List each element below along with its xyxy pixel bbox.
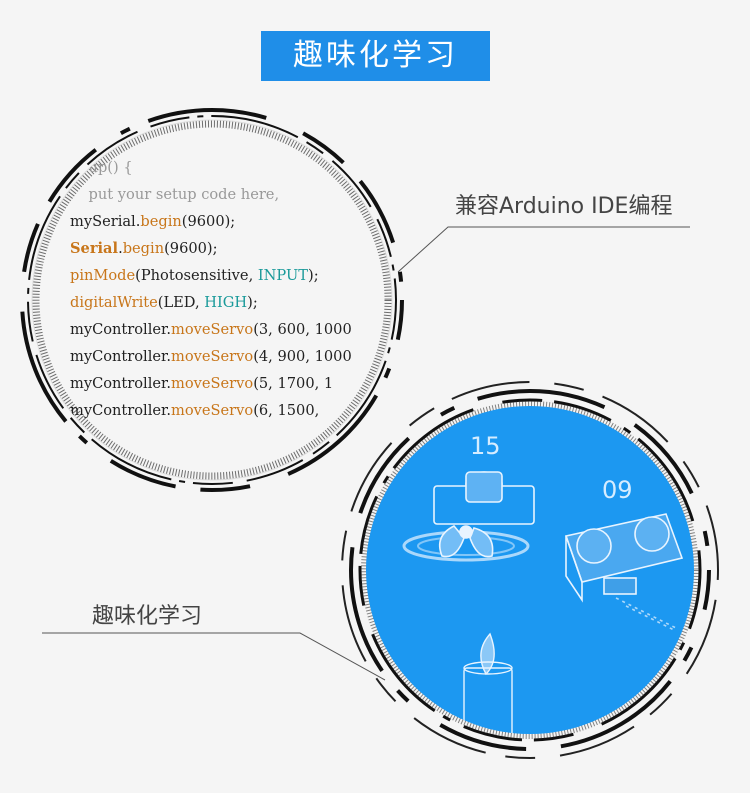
code-line: Serial.begin(9600); bbox=[70, 235, 352, 262]
ultrasonic-module-number: 09 bbox=[602, 476, 633, 504]
code-token: moveServo bbox=[171, 348, 254, 365]
code-token: ); bbox=[308, 267, 319, 284]
code-line: mySerial.begin(9600); bbox=[70, 208, 352, 235]
code-token: (5, 1700, 1 bbox=[253, 375, 334, 392]
fan-module-icon bbox=[402, 471, 535, 562]
code-token: put your setup code here, bbox=[70, 186, 280, 203]
code-token: . bbox=[118, 240, 123, 257]
code-token: HIGH bbox=[204, 294, 248, 311]
code-line: digitalWrite(LED, HIGH); bbox=[70, 289, 352, 316]
module-illustrations bbox=[402, 471, 684, 734]
code-token: (9600); bbox=[164, 240, 218, 257]
code-line: up() { bbox=[70, 154, 352, 181]
fan-module-number: 15 bbox=[470, 432, 501, 460]
code-token: ); bbox=[247, 294, 258, 311]
code-token: begin bbox=[140, 213, 182, 230]
code-token: moveServo bbox=[171, 321, 254, 338]
callout-line-ide bbox=[397, 226, 690, 273]
code-line: myController.moveServo(5, 1700, 1 bbox=[70, 370, 352, 397]
code-token: myController. bbox=[70, 348, 172, 365]
module-circle: 15 09 bbox=[366, 406, 694, 734]
code-token: Serial bbox=[70, 240, 119, 257]
code-token: (LED, bbox=[157, 294, 205, 311]
code-token: moveServo bbox=[171, 375, 254, 392]
code-token: 500); bbox=[70, 456, 128, 473]
code-block: up() { put your setup code here, mySerial… bbox=[70, 154, 352, 478]
code-line: myController.moveServo(6, 1500, bbox=[70, 397, 352, 424]
code-token: digitalWrite bbox=[70, 294, 158, 311]
ultrasonic-sensor-icon bbox=[564, 513, 684, 632]
code-token: moveServo bbox=[171, 402, 254, 419]
code-token: mySerial. bbox=[70, 213, 141, 230]
code-token: up() { bbox=[70, 159, 133, 176]
code-token: pinMode bbox=[70, 267, 136, 284]
code-token: myController. bbox=[70, 375, 172, 392]
code-line: 500); bbox=[70, 451, 352, 478]
callout-line-fun bbox=[42, 632, 386, 681]
code-line: myController.moveServo(4, 900, 1000 bbox=[70, 343, 352, 370]
candle-icon bbox=[463, 632, 513, 734]
ide-compat-label: 兼容Arduino IDE编程 bbox=[455, 194, 673, 219]
blue-circle-ring bbox=[341, 381, 719, 759]
code-line: pinMode(Photosensitive, INPUT); bbox=[70, 262, 352, 289]
code-circle-ring bbox=[20, 108, 404, 492]
code-line bbox=[70, 424, 352, 451]
code-circle: up() { put your setup code here, mySerial… bbox=[32, 120, 392, 480]
code-token: (4, 900, 1000 bbox=[253, 348, 352, 365]
code-token: INPUT bbox=[257, 267, 308, 284]
code-token: begin bbox=[122, 240, 165, 257]
code-line: myController.moveServo(3, 600, 1000 bbox=[70, 316, 352, 343]
code-line: put your setup code here, bbox=[70, 181, 352, 208]
fun-learning-label: 趣味化学习 bbox=[92, 604, 203, 629]
code-token: myController. bbox=[70, 402, 172, 419]
code-token: myController. bbox=[70, 321, 172, 338]
code-token: (Photosensitive, bbox=[135, 267, 258, 284]
page-title-banner: 趣味化学习 bbox=[261, 31, 490, 81]
code-token: (3, 600, 1000 bbox=[253, 321, 352, 338]
code-token: (9600); bbox=[181, 213, 236, 230]
code-token: (6, 1500, bbox=[253, 402, 320, 419]
